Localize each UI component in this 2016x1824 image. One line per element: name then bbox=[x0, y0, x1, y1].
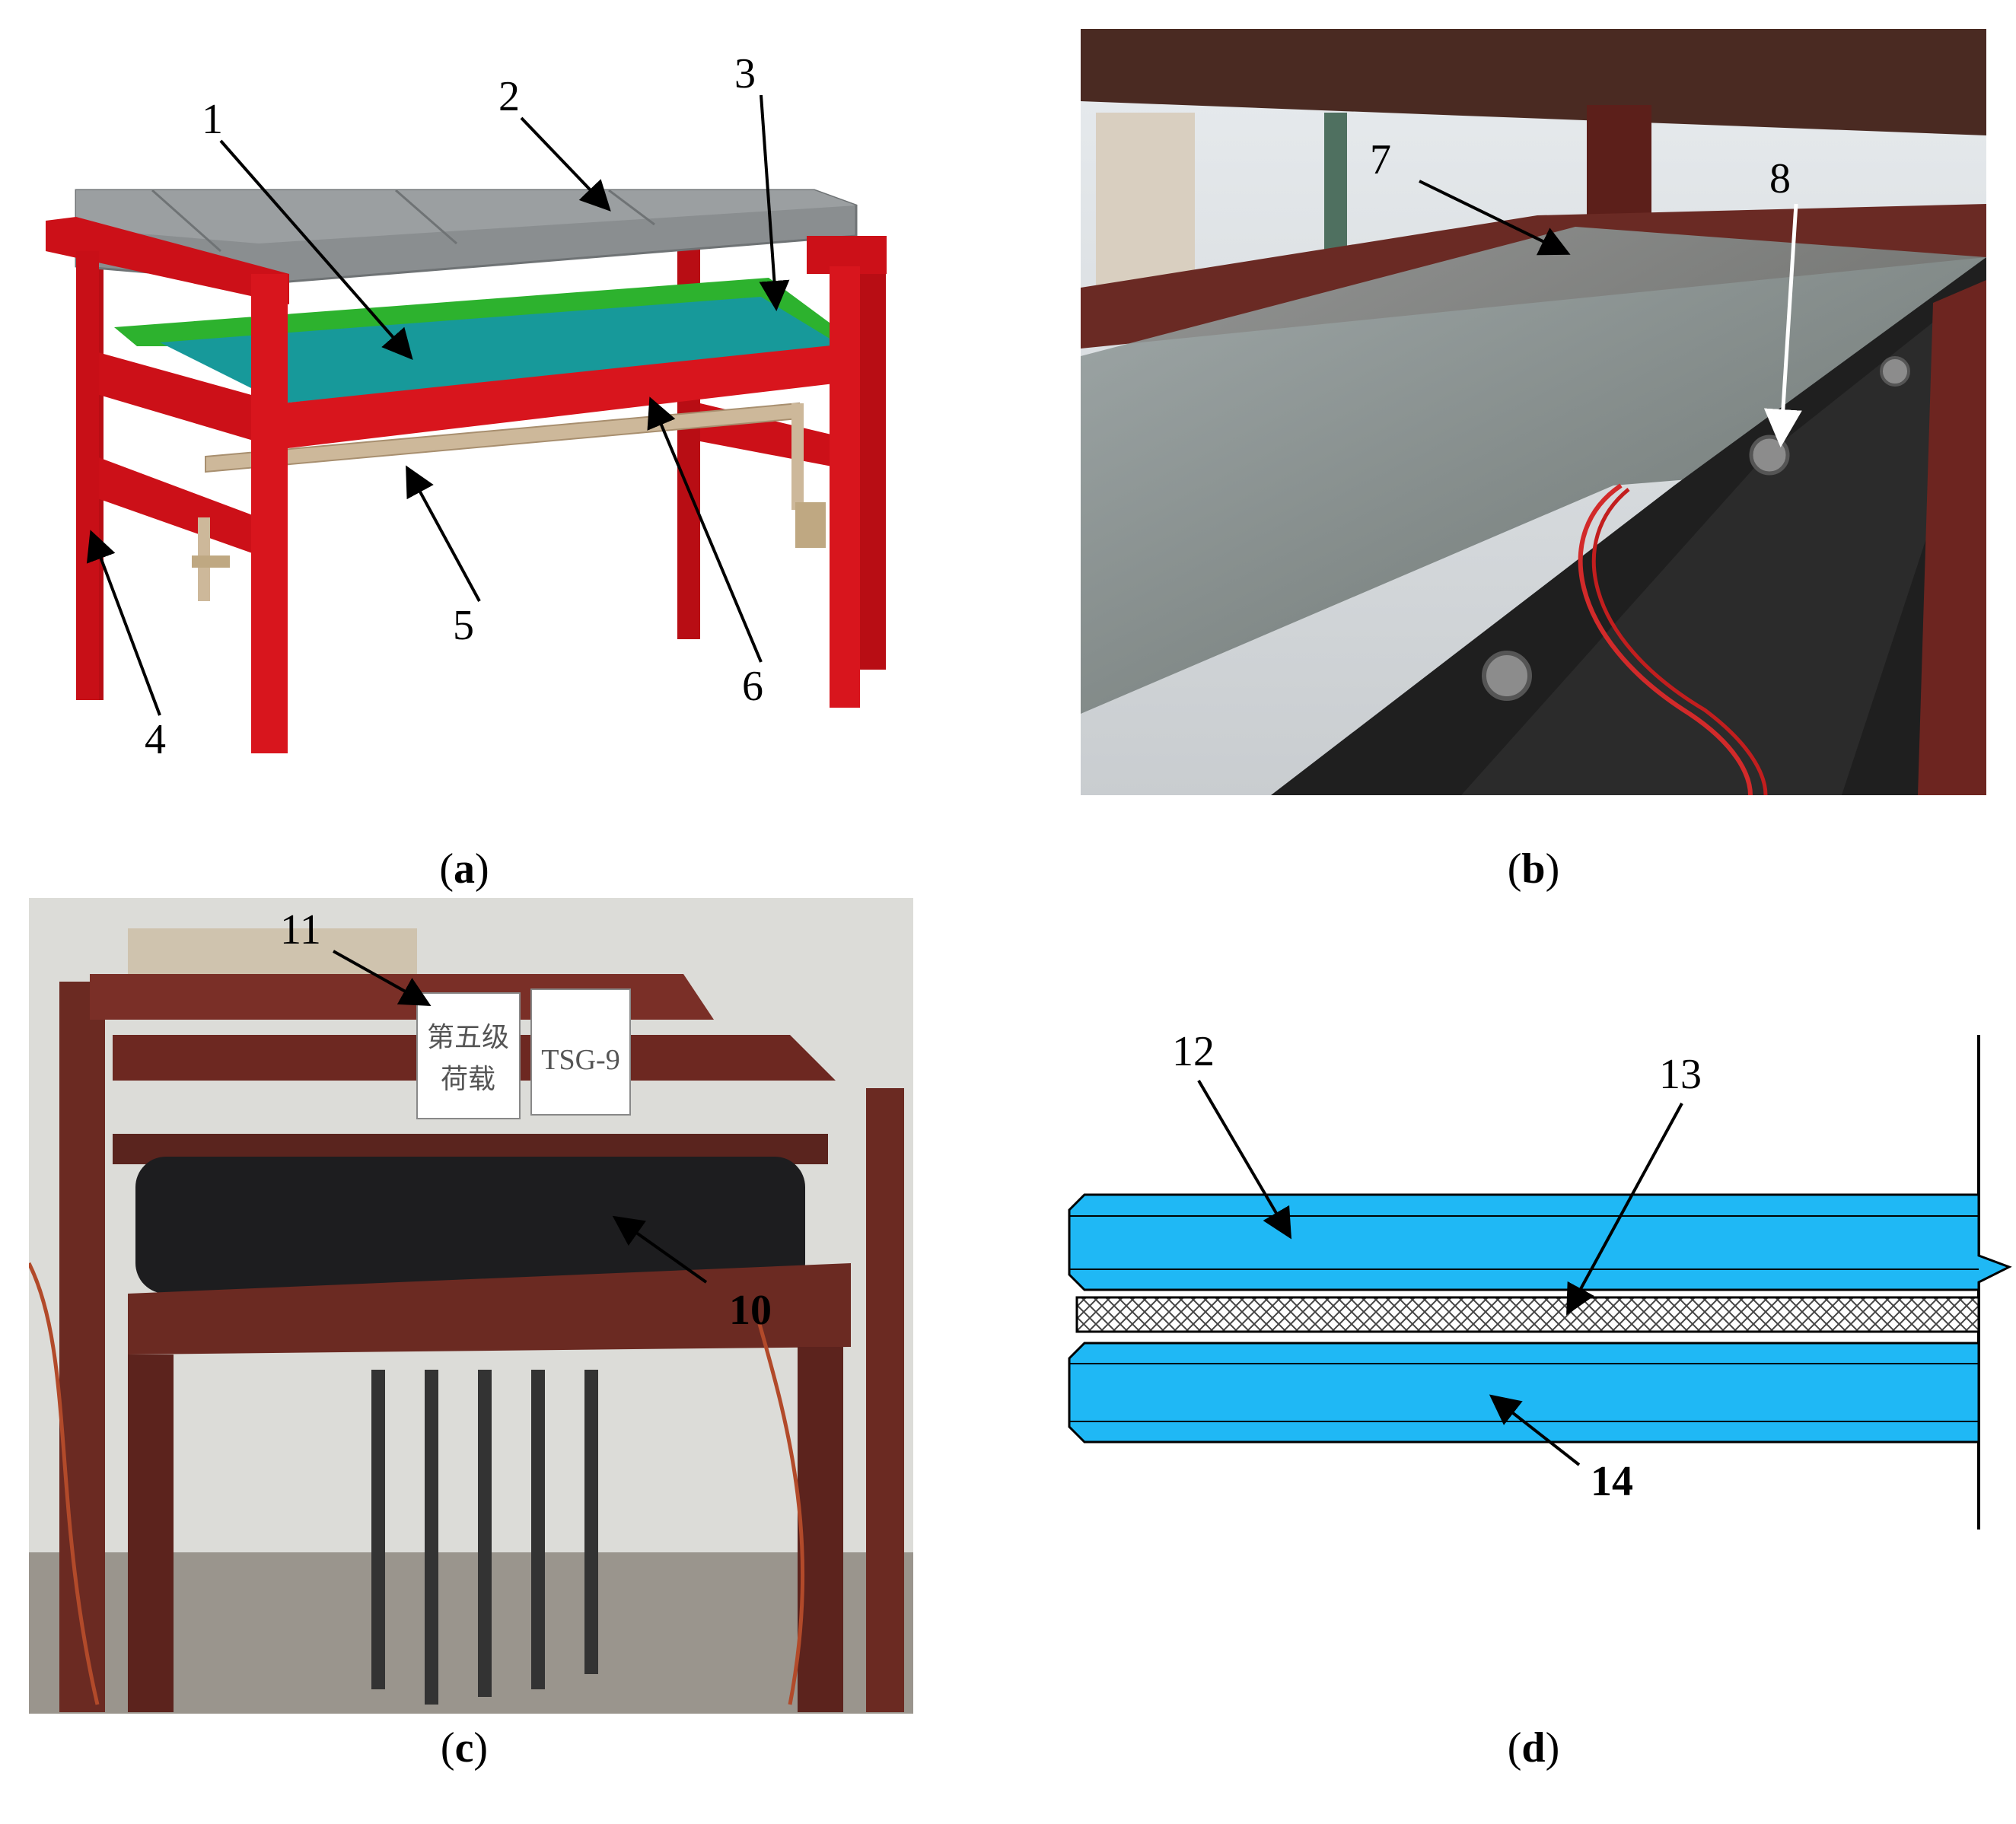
front-long-beam bbox=[282, 342, 860, 449]
red-wire bbox=[1578, 483, 1753, 795]
panel-c-drawing: 第五级 荷载 TSG-9 11 10 bbox=[29, 898, 913, 1714]
bar-right-post bbox=[791, 403, 804, 510]
callout-5: 5 bbox=[453, 602, 474, 649]
arrow-2 bbox=[520, 116, 611, 212]
sign-left-line1: 第五级 bbox=[427, 1022, 509, 1052]
callout-6: 6 bbox=[742, 663, 763, 710]
caption-a: (a) bbox=[439, 845, 489, 893]
frame-right-post bbox=[866, 1088, 904, 1712]
panel-b-photo: 7 8 bbox=[1081, 29, 1986, 795]
lower-beam bbox=[128, 1263, 851, 1354]
core-layer bbox=[1075, 1296, 1980, 1333]
callout-1: 1 bbox=[202, 96, 223, 143]
callout-2: 2 bbox=[498, 73, 520, 120]
arrow-7 bbox=[1419, 180, 1571, 256]
back-right-leg bbox=[860, 244, 886, 670]
sign-left-line2: 荷载 bbox=[441, 1064, 495, 1094]
bolt bbox=[1880, 356, 1910, 387]
caption-b: (b) bbox=[1507, 845, 1560, 893]
upper-left-rail bbox=[46, 217, 289, 304]
arrow-5 bbox=[406, 465, 481, 602]
arrow-13 bbox=[1566, 1103, 1683, 1316]
panel-a-drawing: 1 2 3 4 5 6 bbox=[46, 50, 887, 763]
sign-right-text: TSG-9 bbox=[541, 1044, 619, 1076]
callout-13: 13 bbox=[1659, 1051, 1702, 1098]
bolt bbox=[1482, 651, 1532, 701]
callout-4: 4 bbox=[145, 716, 166, 763]
arrow-6 bbox=[647, 396, 763, 663]
sign-right bbox=[530, 988, 631, 1116]
callout-3: 3 bbox=[734, 50, 756, 97]
panel-d: 12 13 14 bbox=[1035, 1020, 2016, 1552]
upper-layer bbox=[1068, 1193, 2012, 1291]
plate bbox=[160, 297, 849, 403]
frame-left-post bbox=[59, 982, 105, 1712]
callout-8: 8 bbox=[1769, 155, 1791, 202]
top-slab-photo bbox=[1081, 29, 1986, 135]
callout-14: 14 bbox=[1591, 1458, 1633, 1505]
arrow-1 bbox=[219, 139, 413, 361]
lower-layer bbox=[1068, 1342, 1980, 1444]
right-frame bbox=[1918, 280, 1986, 795]
caption-d: (d) bbox=[1507, 1724, 1560, 1771]
arrow-3 bbox=[759, 94, 790, 311]
panel-b-drawing: 7 8 bbox=[1081, 29, 1986, 795]
callout-7: 7 bbox=[1370, 136, 1391, 183]
panel-d-drawing: 12 13 14 bbox=[1068, 1028, 2012, 1530]
panel-a: 1 2 3 4 5 6 bbox=[30, 46, 913, 776]
callout-11: 11 bbox=[280, 906, 321, 953]
arrow-14 bbox=[1489, 1394, 1581, 1466]
arrow-8 bbox=[1763, 203, 1802, 447]
arrow-4 bbox=[86, 530, 161, 716]
front-left-beam bbox=[76, 346, 282, 449]
callout-12: 12 bbox=[1172, 1028, 1215, 1075]
arrow-10 bbox=[612, 1215, 708, 1284]
top-slab-face bbox=[76, 190, 856, 244]
front-left-leg bbox=[251, 274, 288, 753]
callout-10: 10 bbox=[729, 1287, 772, 1334]
sign-left bbox=[416, 992, 521, 1119]
upper-right-rail bbox=[807, 236, 887, 274]
glass-plate bbox=[1081, 227, 1986, 714]
floor bbox=[29, 1552, 913, 1714]
lower-left-beam bbox=[76, 449, 259, 555]
front-right-leg bbox=[830, 266, 860, 708]
arrow-12 bbox=[1197, 1079, 1292, 1240]
load-bag bbox=[135, 1157, 805, 1294]
panel-c-photo: 第五级 荷载 TSG-9 11 10 bbox=[29, 898, 913, 1714]
arrow-11 bbox=[333, 950, 432, 1006]
caption-c: (c) bbox=[440, 1724, 489, 1771]
